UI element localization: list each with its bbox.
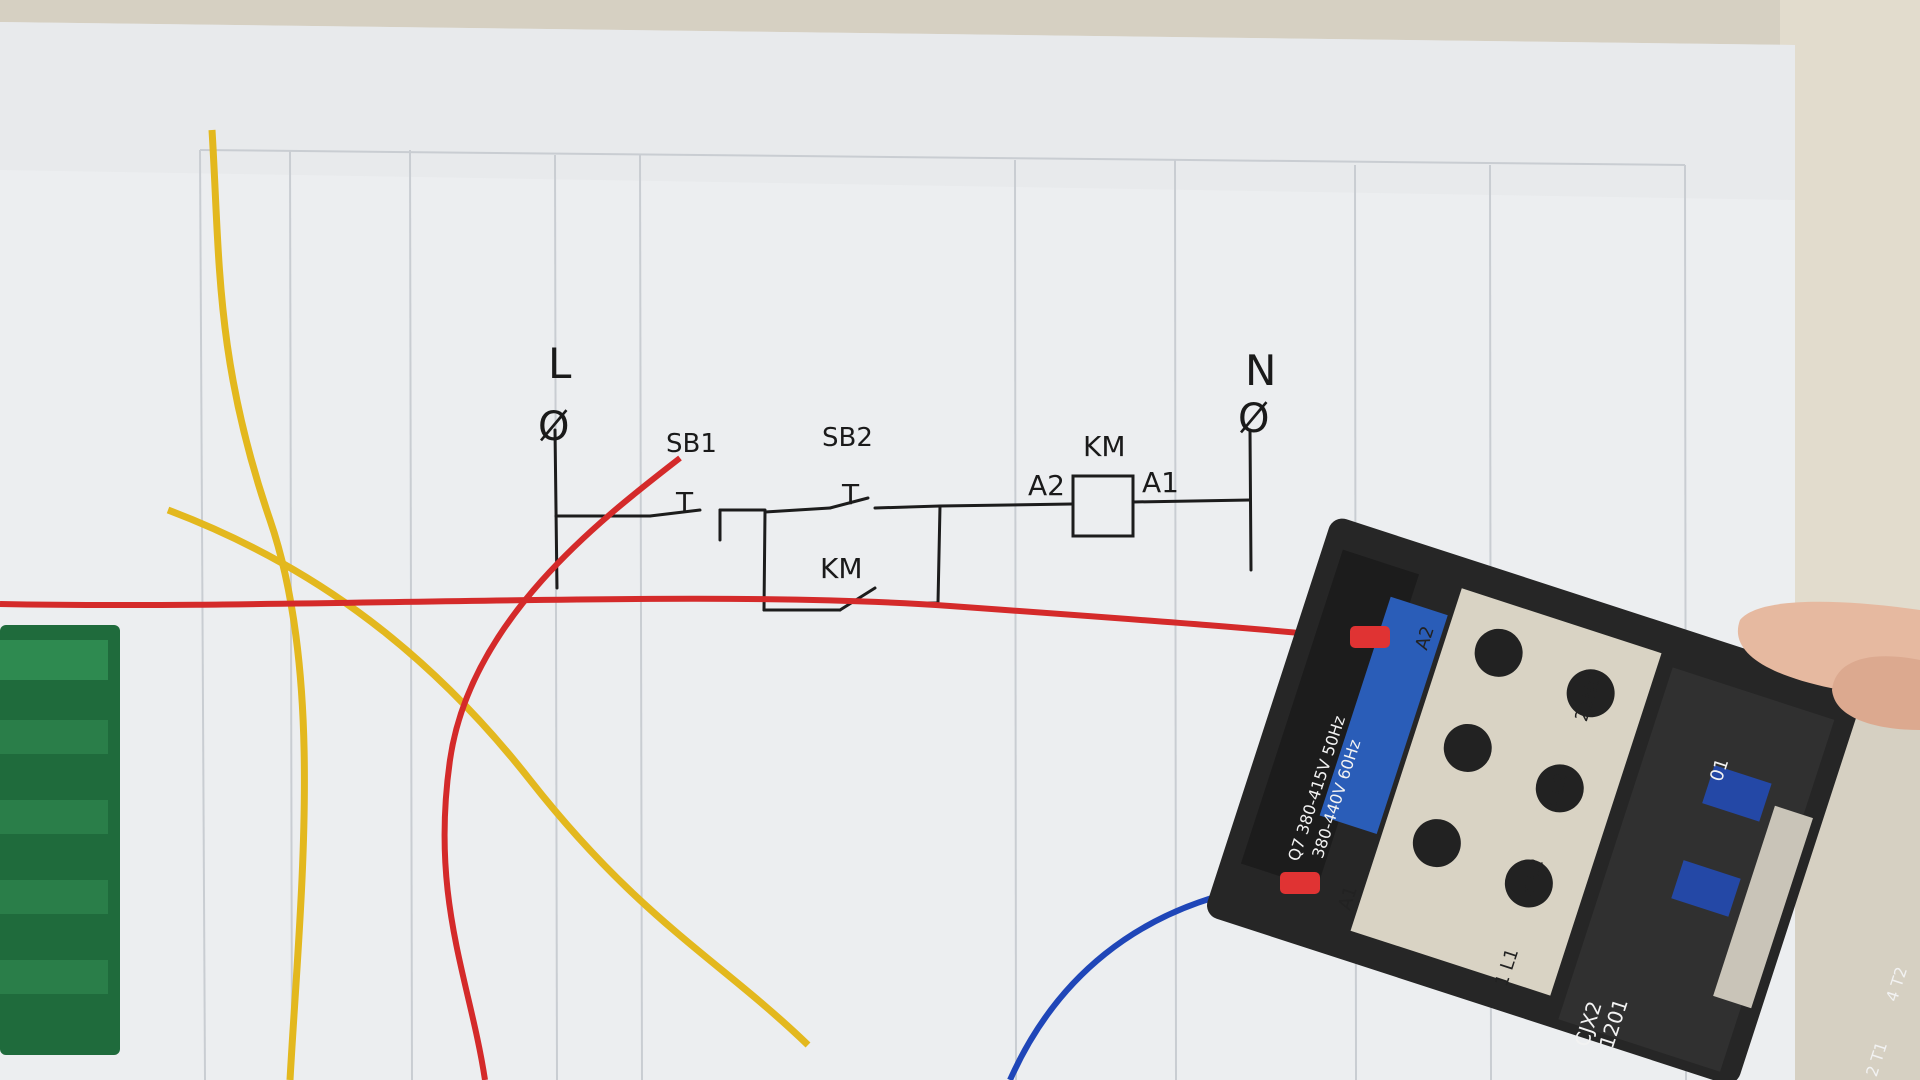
label-sb2: SB2 [822, 423, 873, 453]
symbol-sb2: T [841, 478, 860, 511]
coil-symbol [1071, 474, 1135, 538]
coil-rating-label [1319, 596, 1448, 835]
red-wire-curved [441, 455, 682, 1080]
neutral-rail [1248, 428, 1253, 572]
label-n-terminal: Ø [1238, 396, 1269, 442]
yellow-wire-diagonal [166, 506, 811, 1048]
finger-lower [1832, 656, 1920, 730]
label-holding-km: KM [820, 552, 863, 585]
background-paper-right [1780, 0, 1920, 640]
label-a2: A2 [1028, 469, 1065, 502]
contactor [1207, 518, 1863, 1080]
label-coil-km: KM [1083, 430, 1126, 463]
red-ferrule-a2 [1350, 626, 1390, 648]
red-wire-horizontal [0, 595, 1376, 643]
green-component [0, 625, 120, 1055]
symbol-sb1: T [675, 486, 694, 519]
paper-shade [0, 22, 1795, 200]
label-a1: A1 [1142, 466, 1179, 499]
yellow-wire-vertical [208, 129, 308, 1080]
label-l: L [548, 339, 572, 388]
label-n: N [1245, 346, 1276, 395]
label-l-terminal: Ø [538, 404, 569, 450]
label-sb1: SB1 [666, 429, 717, 459]
red-ferrule-a1 [1280, 872, 1320, 894]
